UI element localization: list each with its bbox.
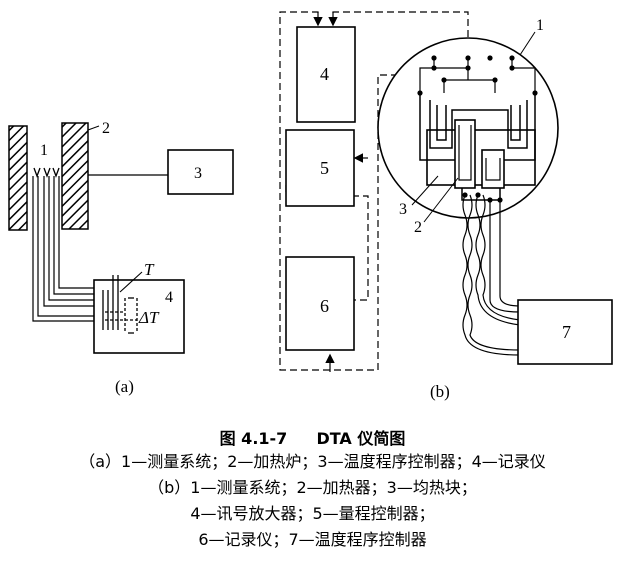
caption-line-2: （b）1—测量系统；2—加热器；3—均热块； — [148, 478, 477, 497]
figure-title: DTA 仪简图 — [316, 429, 406, 448]
label-a-T: T — [144, 260, 155, 279]
box-4-signal-amplifier — [296, 26, 356, 123]
twisted-cables — [462, 194, 521, 356]
box-5-range-controller — [285, 129, 355, 207]
label-a-dT: ΔT — [138, 308, 160, 327]
thermocouple-junctions — [33, 167, 60, 178]
box-3-temperature-controller — [167, 149, 234, 195]
caption-line-3: 4—讯号放大器；5—量程控制器； — [190, 504, 435, 523]
caption-line-1: （a）1—测量系统；2—加热炉；3—温度程序控制器；4—记录仪 — [79, 452, 546, 471]
label-b-2: 2 — [414, 219, 422, 236]
caption-line-4: 6—记录仪；7—温度程序控制器 — [198, 530, 427, 549]
heat-block — [426, 119, 536, 189]
label-b-5: 5 — [320, 158, 329, 178]
t-pointer-line — [119, 271, 143, 293]
furnace-left-wall — [8, 125, 28, 231]
label-a-3: 3 — [194, 165, 202, 182]
label-b-1: 1 — [536, 17, 544, 34]
panel-label-a: (a) — [115, 377, 134, 396]
furnace-right-wall — [61, 122, 89, 230]
label-a-4: 4 — [165, 289, 173, 306]
label-b-3: 3 — [399, 201, 407, 218]
leader-lines — [411, 31, 536, 223]
sample-holders — [458, 125, 501, 181]
label-b-6: 6 — [320, 296, 329, 316]
diagram-a: 1 2 3 4 T ΔT (a) — [8, 120, 234, 396]
label-b-7: 7 — [562, 322, 571, 342]
box-4-recorder — [93, 279, 185, 354]
panel-label-b: (b) — [430, 382, 450, 401]
label-a-1: 1 — [40, 142, 48, 159]
label-b-4: 4 — [320, 64, 329, 84]
recorder-pens — [102, 275, 138, 334]
thermocouple-wires — [32, 176, 101, 322]
diagram-b: 1 2 3 4 5 6 7 (b) — [279, 11, 613, 401]
box-6-recorder — [285, 256, 355, 351]
figure-number: 图 4.1-7 — [219, 429, 288, 448]
box-7-temperature-program-controller — [517, 299, 613, 365]
figure-caption-title: 图 4.1-7 DTA 仪简图 — [0, 429, 625, 449]
label-a-2: 2 — [102, 120, 110, 137]
